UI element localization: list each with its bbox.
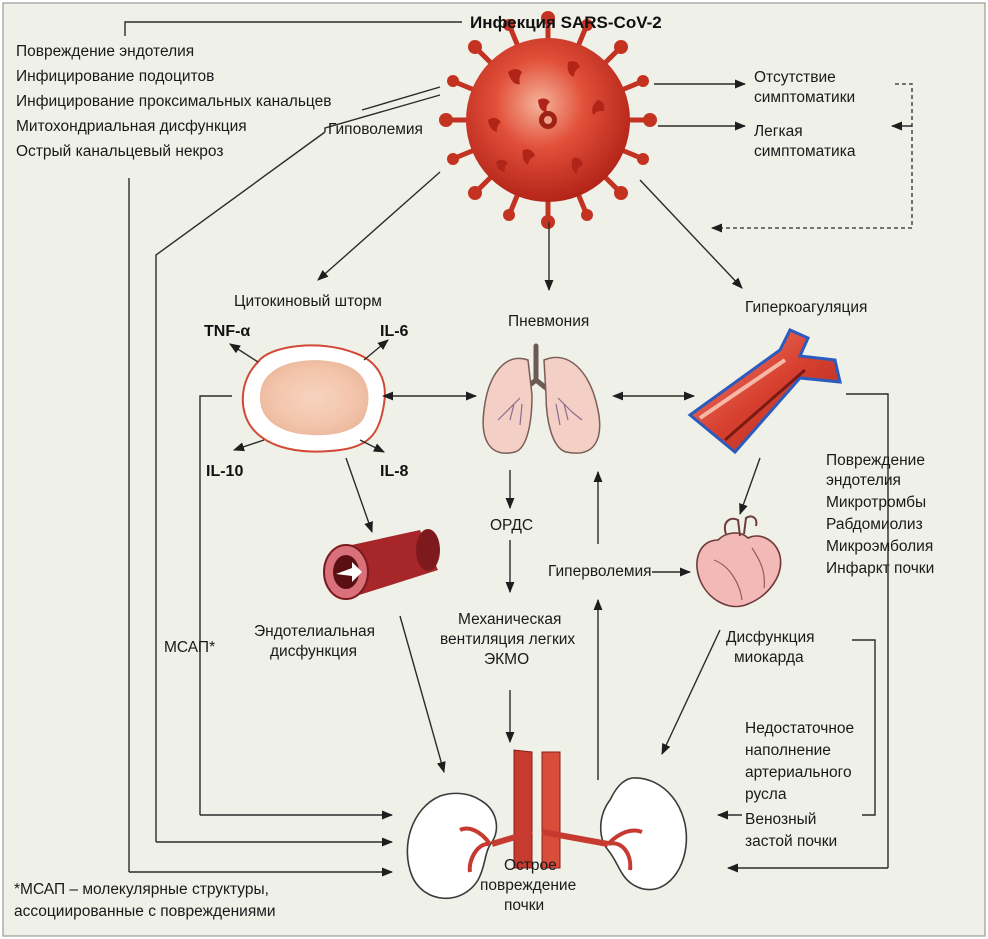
- endothelial-vessel-icon: [323, 529, 440, 600]
- underfill-line: Недостаточное: [745, 720, 854, 737]
- left-list-item: Инфицирование подоцитов: [16, 68, 214, 85]
- left-list-item: Острый канальцевый некроз: [16, 143, 223, 160]
- cytokine-storm-label: Цитокиновый шторм: [234, 293, 382, 310]
- underfill-list: Недостаточное наполнение артериального р…: [745, 720, 854, 803]
- mild-label: Легкая симптоматика: [754, 123, 856, 160]
- pneumonia-label: Пневмония: [508, 313, 589, 330]
- lungs-icon: [482, 343, 601, 454]
- venous-line: застой почки: [745, 833, 837, 850]
- left-list-item: Инфицирование проксимальных канальцев: [16, 93, 331, 110]
- aki-label: Острое повреждение почки: [480, 857, 581, 914]
- footnote: *МСАП – молекулярные структуры, ассоциир…: [14, 881, 276, 920]
- hypovolemia-label: Гиповолемия: [328, 121, 423, 138]
- asymptomatic-label: Отсутствие симптоматики: [754, 69, 855, 106]
- left-list-item: Повреждение эндотелия: [16, 43, 194, 60]
- venous-list: Венозный застой почки: [745, 811, 837, 850]
- msap-label: МСАП*: [164, 639, 215, 656]
- venous-line: Венозный: [745, 811, 816, 828]
- ventilation-label: Механическая вентиляция легких ЭКМО: [440, 611, 580, 668]
- coag-effect-item: Инфаркт почки: [826, 560, 934, 577]
- il6-label: IL-6: [380, 323, 409, 340]
- underfill-line: наполнение: [745, 742, 831, 759]
- cytokine-cell-icon: [241, 344, 386, 453]
- blood-vessel-icon: [687, 328, 842, 455]
- coag-effect-item: Микротромбы: [826, 494, 926, 511]
- coag-effect-item: Рабдомиолиз: [826, 516, 923, 533]
- il8-label: IL-8: [380, 463, 409, 480]
- left-list-item: Митохондриальная дисфункция: [16, 118, 247, 135]
- coag-effect-item: Микроэмболия: [826, 538, 933, 555]
- hypercoag-label: Гиперкоагуляция: [745, 299, 867, 316]
- virus-icon: [439, 11, 657, 229]
- left-list: Повреждение эндотелия Инфицирование подо…: [16, 43, 331, 160]
- kidneys-icon: [406, 749, 688, 900]
- underfill-line: артериального: [745, 764, 852, 781]
- coag-effect-item: Повреждение: [826, 452, 925, 469]
- hypervolemia-label: Гиперволемия: [548, 563, 652, 580]
- heart-icon: [696, 515, 782, 608]
- endothelial-label: Эндотелиальная дисфункция: [254, 623, 379, 660]
- coag-effect-item: эндотелия: [826, 472, 901, 489]
- myocard-label: Дисфункция миокарда: [726, 629, 819, 666]
- tnf-label: TNF-α: [204, 323, 250, 340]
- coag-effects-list: Повреждение эндотелия Микротромбы Рабдом…: [826, 452, 934, 577]
- underfill-line: русла: [745, 786, 787, 803]
- il10-label: IL-10: [206, 463, 243, 480]
- ards-label: ОРДС: [490, 517, 533, 534]
- diagram-title: Инфекция SARS-CoV-2: [470, 13, 662, 32]
